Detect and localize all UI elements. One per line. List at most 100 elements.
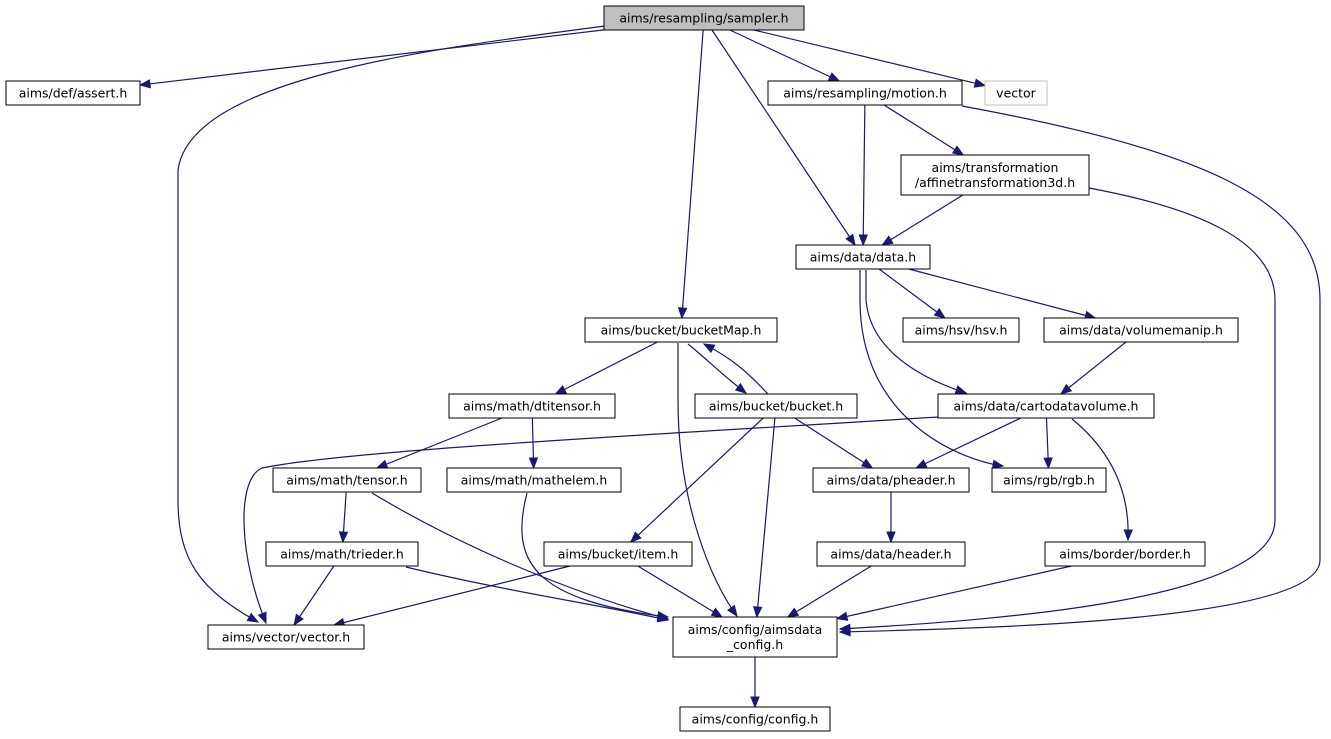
edge-motion-to-data	[858, 104, 869, 247]
node-label: aims/math/tensor.h	[286, 473, 407, 488]
arrowhead	[753, 606, 763, 619]
arrowhead	[1043, 457, 1053, 470]
node-box	[767, 80, 963, 106]
node-rgb[interactable]: aims/rgb/rgb.h	[991, 467, 1107, 493]
node-tensor[interactable]: aims/math/tensor.h	[272, 467, 422, 493]
arrowhead	[677, 307, 688, 320]
node-box	[265, 541, 419, 567]
node-label: _config.h	[726, 637, 783, 652]
edge-sampler-to-vectorh	[177, 25, 606, 623]
node-cartodatavolume[interactable]: aims/data/cartodatavolume.h	[937, 393, 1155, 419]
node-motion[interactable]: aims/resampling/motion.h	[767, 80, 963, 106]
arrowhead	[727, 604, 738, 618]
node-label: aims/data/cartodatavolume.h	[954, 399, 1139, 414]
node-sampler: aims/resampling/sampler.h	[603, 5, 805, 31]
arrowhead	[951, 145, 965, 156]
node-label: aims/border/border.h	[1059, 547, 1191, 562]
node-box	[1044, 541, 1206, 567]
arrowhead	[710, 607, 724, 618]
arrowhead	[138, 79, 151, 89]
edge-cartodatavolume-to-rgb	[1043, 417, 1053, 470]
node-aimsdata_config[interactable]: aims/config/aimsdata_config.h	[672, 616, 838, 658]
node-box	[448, 393, 616, 419]
node-border[interactable]: aims/border/border.h	[1044, 541, 1206, 567]
node-label: aims/config/aimsdata	[688, 622, 822, 637]
edge-affine-to-aimsdata_config	[838, 187, 1276, 634]
node-box	[1043, 317, 1239, 343]
arrowhead	[973, 78, 987, 88]
node-label: aims/def/assert.h	[19, 86, 128, 101]
edges-layer	[138, 25, 1321, 709]
node-label: aims/resampling/motion.h	[783, 86, 947, 101]
node-label: /affinetransformation3d.h	[915, 175, 1075, 190]
node-label: aims/data/header.h	[830, 547, 951, 562]
node-assert[interactable]: aims/def/assert.h	[5, 80, 141, 106]
node-box	[272, 467, 422, 493]
node-bucket[interactable]: aims/bucket/bucket.h	[694, 393, 858, 419]
node-pheader[interactable]: aims/data/pheader.h	[812, 467, 970, 493]
node-vectorh[interactable]: aims/vector/vector.h	[207, 624, 365, 650]
edge-bucket-to-item	[629, 417, 764, 543]
node-item[interactable]: aims/bucket/item.h	[543, 541, 693, 567]
edge-pheader-to-header	[886, 492, 896, 544]
node-config[interactable]: aims/config/config.h	[679, 706, 831, 732]
node-box	[446, 467, 622, 493]
node-box	[991, 467, 1107, 493]
edge-bucketmap-to-dtitensor	[554, 341, 658, 395]
node-label: aims/data/data.h	[810, 250, 916, 265]
arrowhead	[933, 307, 946, 319]
arrowhead	[838, 623, 851, 634]
edge-data-to-hsv	[878, 268, 946, 319]
edge-trieder-to-vectorh	[293, 565, 335, 627]
edge-cartodatavolume-to-pheader	[914, 417, 1022, 469]
node-box	[694, 393, 858, 419]
node-box	[603, 5, 805, 31]
node-label: vector	[996, 86, 1037, 101]
edge-motion-to-affine	[883, 104, 965, 156]
arrowhead	[702, 343, 716, 354]
node-mathelem[interactable]: aims/math/mathelem.h	[446, 467, 622, 493]
edge-bucketmap-to-bucket	[687, 343, 748, 394]
arrowhead	[257, 611, 267, 625]
edge-cartodatavolume-to-border	[1071, 418, 1133, 542]
node-label: aims/math/mathelem.h	[461, 473, 608, 488]
arrowhead	[954, 385, 968, 395]
node-volumemanip[interactable]: aims/data/volumemanip.h	[1043, 317, 1239, 343]
node-hsv[interactable]: aims/hsv/hsv.h	[902, 317, 1020, 343]
arrowhead	[338, 531, 349, 544]
node-box	[5, 80, 141, 106]
arrowhead	[528, 457, 539, 470]
node-box	[207, 624, 365, 650]
node-dtitensor[interactable]: aims/math/dtitensor.h	[448, 393, 616, 419]
node-trieder[interactable]: aims/math/trieder.h	[265, 541, 419, 567]
node-box	[902, 317, 1020, 343]
arrowhead	[786, 607, 800, 618]
node-label: aims/config/config.h	[692, 712, 819, 727]
node-bucketmap[interactable]: aims/bucket/bucketMap.h	[584, 317, 778, 343]
node-label: aims/hsv/hsv.h	[915, 323, 1008, 338]
node-vector_std[interactable]: vector	[984, 80, 1048, 106]
edge-cartodatavolume-to-vectorh	[243, 416, 939, 625]
arrowhead	[656, 613, 670, 623]
node-box	[679, 706, 831, 732]
edge-trieder-to-aimsdata_config	[405, 566, 670, 623]
arrowhead	[886, 531, 896, 544]
node-affine[interactable]: aims/transformation/affinetransformation…	[900, 154, 1090, 196]
edge-item-to-vectorh	[332, 565, 571, 628]
arrowhead	[914, 459, 928, 469]
arrowhead	[835, 611, 849, 621]
edge-bucket-to-pheader	[794, 417, 874, 469]
node-box	[816, 541, 966, 567]
edge-bucketmap-to-aimsdata_config	[677, 343, 738, 618]
node-header[interactable]: aims/data/header.h	[816, 541, 966, 567]
arrowhead	[246, 612, 260, 623]
arrowhead	[1123, 529, 1133, 542]
node-box	[543, 541, 693, 567]
node-box	[672, 616, 838, 658]
node-label: aims/rgb/rgb.h	[1003, 473, 1095, 488]
arrowhead	[750, 696, 760, 709]
edge-sampler-to-assert	[138, 29, 605, 89]
node-data[interactable]: aims/data/data.h	[795, 244, 931, 270]
node-label: aims/math/trieder.h	[280, 547, 404, 562]
node-box	[984, 80, 1048, 106]
